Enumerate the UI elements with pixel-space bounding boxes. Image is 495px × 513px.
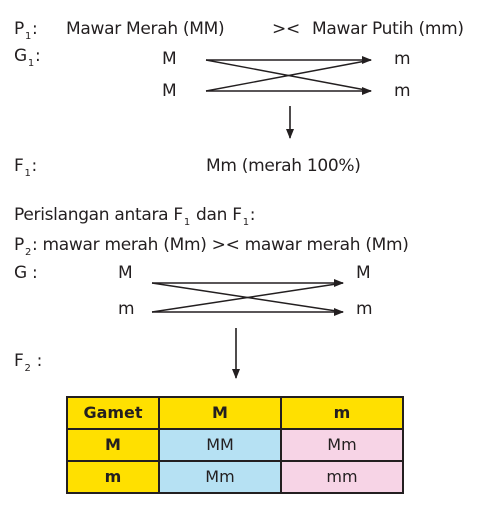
p1-label-suffix: : xyxy=(32,19,38,39)
cross-title: Perislangan antara F1 dan F1: xyxy=(14,204,256,229)
f1-label-main: F xyxy=(14,156,24,176)
punnett-cell-2-1: Mm xyxy=(158,460,282,494)
g1-label-suffix: : xyxy=(34,46,41,66)
punnett-header-col-2: m xyxy=(280,396,404,430)
f1-label-sub: 1 xyxy=(24,168,31,179)
f1-label: F1: xyxy=(14,155,37,180)
g1-gamete-right-2: m xyxy=(394,81,411,101)
punnett-header-row: Gamet M m xyxy=(66,396,404,430)
g2-label: G : xyxy=(14,263,38,283)
f2-label-suffix: : xyxy=(31,351,43,371)
punnett-row-2-gamete: m xyxy=(66,460,160,494)
cross-title-suffix: : xyxy=(249,205,256,225)
f1-label-suffix: : xyxy=(31,156,38,176)
punnett-row-1: M MM Mm xyxy=(66,428,404,462)
p1-female-parent: Mawar Merah (MM) xyxy=(66,19,225,39)
p1-label-sub: 1 xyxy=(24,31,32,42)
cross-title-sub2: 1 xyxy=(242,217,249,228)
g2-line-up xyxy=(151,282,344,313)
punnett-cell-2-2: mm xyxy=(280,460,404,494)
punnett-header-col-1: M xyxy=(158,396,282,430)
p2-label-main: P xyxy=(14,235,24,255)
f2-label-sub: 2 xyxy=(24,363,31,374)
cross-title-prefix: Perislangan antara F xyxy=(14,205,183,225)
punnett-cell-1-2: Mm xyxy=(280,428,404,462)
f2-label-main: F xyxy=(14,351,24,371)
punnett-row-2: m Mm mm xyxy=(66,460,404,494)
p2-text: : mawar merah (Mm) >< mawar merah (Mm) xyxy=(32,235,409,255)
p1-male-parent: Mawar Putih (mm) xyxy=(312,19,464,39)
p2-label-sub: 2 xyxy=(24,247,32,258)
g1-gamete-left-1: M xyxy=(162,49,177,69)
g2-gamete-left-2: m xyxy=(118,299,135,319)
g2-gamete-right-1: M xyxy=(356,263,371,283)
punnett-header-gamet: Gamet xyxy=(66,396,160,430)
punnett-row-1-gamete: M xyxy=(66,428,160,462)
cross-title-sub1: 1 xyxy=(183,217,190,228)
p2-line: P2: mawar merah (Mm) >< mawar merah (Mm) xyxy=(14,234,409,259)
g1-gamete-right-1: m xyxy=(394,49,411,69)
g1-gamete-left-2: M xyxy=(162,81,177,101)
f1-result: Mm (merah 100%) xyxy=(206,156,361,176)
g2-gamete-right-2: m xyxy=(356,299,373,319)
g1-label-main: G xyxy=(14,46,27,66)
cross-title-middle: dan F xyxy=(190,205,242,225)
p1-label-main: P xyxy=(14,19,24,39)
g2-gamete-left-1: M xyxy=(118,263,133,283)
g1-label-sub: 1 xyxy=(27,58,34,69)
p1-label: P1: xyxy=(14,18,38,43)
g1-line-up xyxy=(205,59,372,92)
punnett-square: Gamet M m M MM Mm m Mm mm xyxy=(66,396,404,494)
f2-label: F2 : xyxy=(14,350,42,375)
p1-cross-symbol: >< xyxy=(272,19,300,39)
punnett-cell-1-1: MM xyxy=(158,428,282,462)
g1-label: G1: xyxy=(14,45,41,70)
